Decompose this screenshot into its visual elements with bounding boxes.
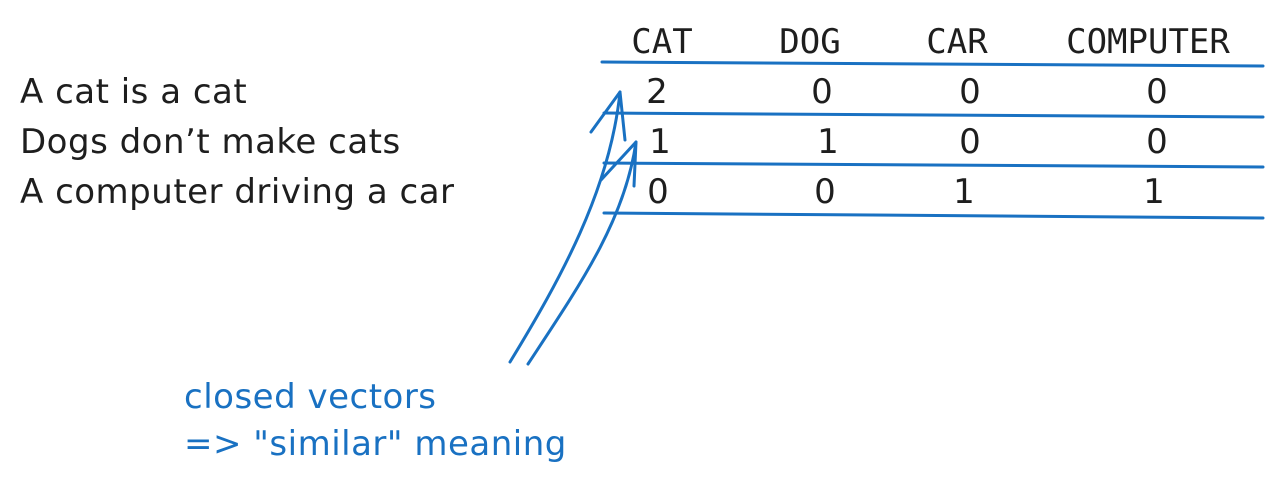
cell-r1-car: 0 [959, 72, 981, 112]
sentence-2: Dogs don’t make cats [20, 122, 401, 162]
table-rule-row2 [602, 161, 1265, 169]
sentence-1: A cat is a cat [20, 72, 248, 112]
table-rule-header [600, 60, 1265, 68]
cell-r1-computer: 0 [1146, 72, 1168, 112]
annotation-line-1: closed vectors [184, 377, 437, 417]
cell-r3-car: 1 [953, 172, 975, 212]
column-header-dog: DOG [779, 22, 841, 62]
cell-r2-computer: 0 [1146, 122, 1168, 162]
column-header-cat: CAT [631, 22, 693, 62]
cell-r2-dog: 1 [817, 122, 839, 162]
sentence-3: A computer driving a car [20, 172, 455, 212]
cell-r3-dog: 0 [814, 172, 836, 212]
arrow-to-row1 [508, 90, 622, 364]
annotation-line-2: => "similar" meaning [184, 424, 567, 464]
cell-r2-car: 0 [959, 122, 981, 162]
cell-r1-cat: 2 [646, 72, 668, 112]
arrowhead-row2 [599, 140, 638, 188]
arrowhead-row1 [589, 90, 627, 142]
arrow-to-row2 [526, 140, 638, 366]
column-header-computer: COMPUTER [1066, 22, 1230, 62]
cell-r2-cat: 1 [649, 122, 671, 162]
cell-r3-computer: 1 [1143, 172, 1165, 212]
table-rule-row3 [602, 211, 1265, 220]
table-rule-row1 [602, 111, 1265, 119]
cell-r3-cat: 0 [647, 172, 669, 212]
column-header-car: CAR [926, 22, 988, 62]
cell-r1-dog: 0 [811, 72, 833, 112]
